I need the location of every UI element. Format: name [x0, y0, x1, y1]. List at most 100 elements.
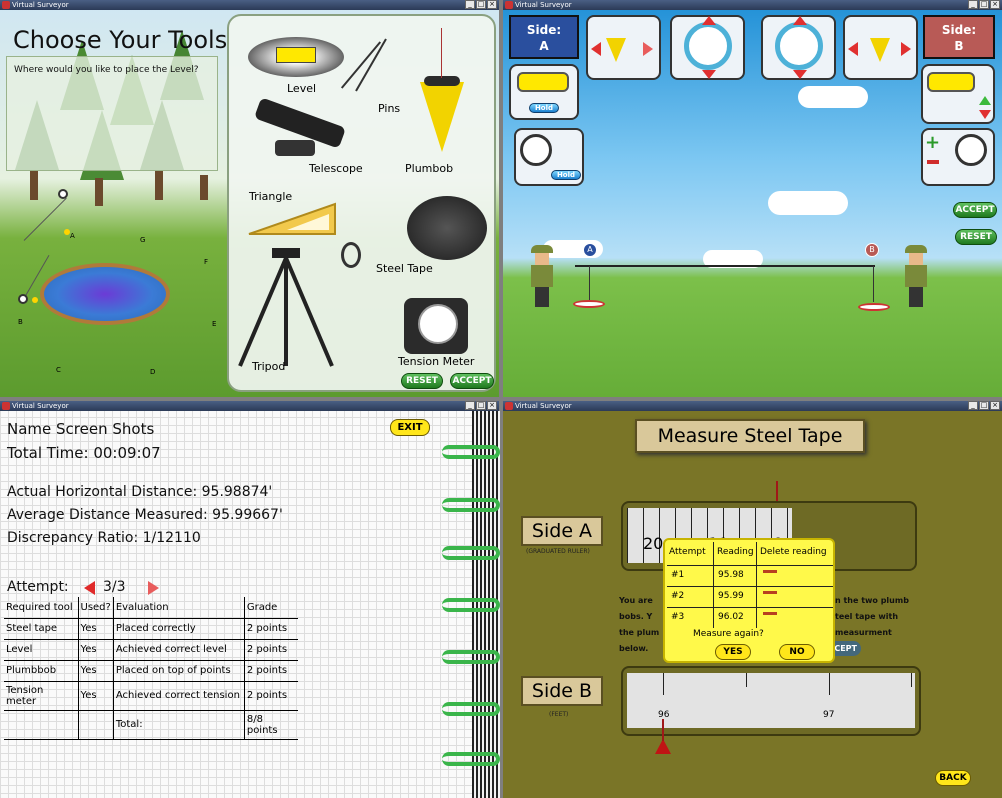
ruler-b-num: 96 — [658, 710, 670, 720]
title-bar: Virtual Surveyor _□× — [0, 0, 499, 10]
plumbob-top — [424, 76, 460, 86]
back-button[interactable]: BACK — [935, 770, 971, 786]
gauge-dial — [955, 134, 987, 166]
hat — [531, 245, 553, 253]
target-dial-b[interactable] — [775, 22, 823, 70]
binder-ring — [442, 752, 500, 766]
steel-tape-icon[interactable] — [407, 196, 487, 260]
yes-button[interactable]: YES — [715, 644, 751, 660]
minus-icon[interactable] — [927, 160, 939, 164]
table-total-row: Total:8/8 points — [4, 710, 299, 740]
accept-button[interactable]: ACCEPT — [953, 202, 997, 218]
hold-button[interactable]: Hold — [551, 170, 581, 180]
arrow-right-icon[interactable] — [643, 42, 653, 56]
instruction-line: measurment — [835, 628, 892, 637]
ruler-b-num: 97 — [823, 710, 835, 720]
arrow-down-icon[interactable] — [979, 110, 991, 119]
maximize-button[interactable]: □ — [979, 401, 989, 410]
tape-title: Measure Steel Tape — [657, 425, 843, 447]
side-a-label: Side A — [531, 520, 593, 542]
plumb-string-a — [589, 266, 590, 302]
point-label: C — [56, 366, 61, 374]
legs — [535, 287, 549, 307]
maximize-button[interactable]: □ — [979, 0, 989, 9]
maximize-button[interactable]: □ — [476, 401, 486, 410]
map-point-d[interactable]: D — [150, 368, 155, 376]
app-icon — [505, 1, 513, 9]
map-point-e[interactable]: E — [212, 320, 216, 328]
tape-title-box: Measure Steel Tape — [635, 419, 865, 453]
level-bubble-icon — [927, 72, 975, 92]
accept-label: CEPT — [834, 644, 857, 653]
map-point-a[interactable]: A — [70, 232, 75, 240]
hold-button[interactable]: Hold — [529, 103, 559, 113]
table-cell: Achieved correct level — [112, 639, 245, 661]
title-bar: Virtual Surveyor _□× — [503, 0, 1002, 10]
arrow-down-icon[interactable] — [702, 70, 716, 79]
table-header: Grade — [243, 597, 299, 619]
arrow-down-icon[interactable] — [793, 70, 807, 79]
attempt-next-arrow-icon[interactable] — [148, 581, 159, 595]
triangle-icon[interactable] — [247, 200, 337, 236]
table-cell: Plumbbob — [4, 660, 78, 682]
summary-title: Name Screen Shots — [7, 420, 155, 438]
no-button[interactable]: NO — [779, 644, 815, 660]
instruction-line: bobs. Y — [619, 612, 653, 621]
map-point-b[interactable]: B — [18, 318, 23, 326]
accept-button[interactable]: ACCEPT — [450, 373, 494, 389]
exit-button[interactable]: EXIT — [390, 419, 430, 436]
table-cell: Yes — [77, 660, 114, 682]
ruler-b-tick — [746, 673, 747, 687]
binder-ring — [442, 546, 500, 560]
popup-col-header: Delete reading — [760, 547, 827, 557]
average-distance: Average Distance Measured: 95.99667' — [7, 507, 283, 523]
prompt-text: Where would you like to place the Level? — [14, 65, 199, 75]
attempt-prev-arrow-icon[interactable] — [84, 581, 95, 595]
close-button[interactable]: × — [990, 401, 1000, 410]
minimize-button[interactable]: _ — [968, 401, 978, 410]
instruction-line: teel tape with — [835, 612, 899, 621]
arrow-up-icon[interactable] — [702, 16, 716, 25]
level-tool[interactable] — [248, 37, 344, 77]
arrow-up-icon[interactable] — [793, 16, 807, 25]
app-icon — [2, 402, 10, 410]
marker-a: A — [583, 243, 597, 257]
close-button[interactable]: × — [487, 401, 497, 410]
maximize-button[interactable]: □ — [476, 0, 486, 9]
plumbob-icon[interactable] — [420, 82, 464, 152]
delete-reading-button[interactable] — [763, 612, 777, 615]
app-icon — [505, 402, 513, 410]
instruction-line: n the two plumb — [835, 596, 909, 605]
arrow-left-icon[interactable] — [848, 42, 858, 56]
arrow-left-icon[interactable] — [591, 42, 601, 56]
close-button[interactable]: × — [990, 0, 1000, 9]
reset-button[interactable]: RESET — [401, 373, 443, 389]
map-point-c[interactable]: C — [56, 366, 61, 374]
reset-button[interactable]: RESET — [955, 229, 997, 245]
table-header: Required tool — [4, 597, 78, 619]
minimize-button[interactable]: _ — [465, 0, 475, 9]
map-point-g[interactable]: G — [140, 236, 145, 244]
binder-ring — [442, 598, 500, 612]
cloud — [768, 191, 848, 215]
arrow-up-icon[interactable] — [979, 96, 991, 105]
delete-reading-button[interactable] — [763, 591, 777, 594]
map-point-f[interactable]: F — [204, 258, 208, 266]
minimize-button[interactable]: _ — [968, 0, 978, 9]
ruler-b[interactable] — [627, 673, 915, 728]
close-button[interactable]: × — [487, 0, 497, 9]
hat — [905, 245, 927, 253]
steel-tape-ring — [341, 242, 361, 268]
attempt-cell: #2 — [671, 591, 685, 601]
delete-reading-button[interactable] — [763, 570, 777, 573]
red-pointer-icon — [655, 739, 671, 754]
head — [535, 253, 549, 265]
plus-icon[interactable]: + — [925, 132, 941, 153]
popup-col-header: Attempt — [669, 547, 706, 557]
tension-meter-icon[interactable] — [404, 298, 468, 354]
arrow-right-icon[interactable] — [901, 42, 911, 56]
tripod-icon[interactable] — [232, 246, 342, 370]
minimize-button[interactable]: _ — [465, 401, 475, 410]
instruction-line: You are — [619, 596, 653, 605]
target-dial-a[interactable] — [684, 22, 732, 70]
